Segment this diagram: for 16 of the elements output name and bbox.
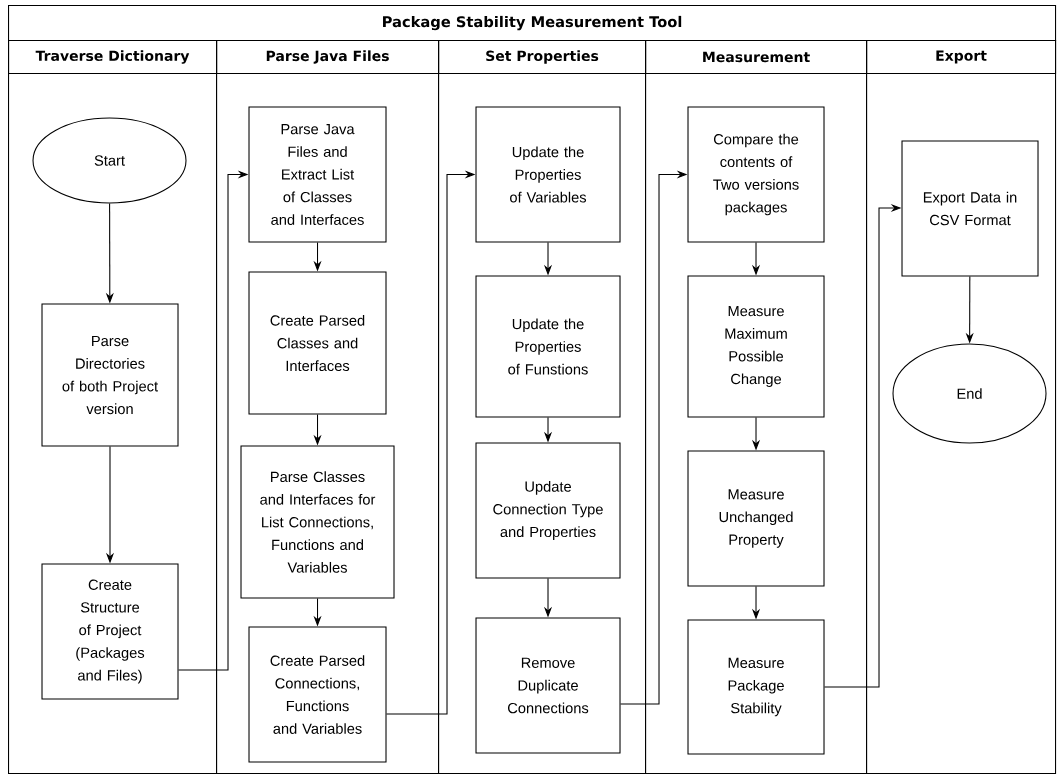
process-box: Parse Classes and Interfaces for List Connections, Functions and Variables <box>240 445 395 599</box>
process-box: Parse Java Files and Extract List of Classes and Interfaces <box>248 106 387 243</box>
process-box: Parse Directories of both Project version <box>41 303 179 447</box>
process-box: Update the Properties of Variables <box>475 106 621 243</box>
process-box: Measure Maximum Possible Change <box>687 275 825 418</box>
process-box: Create Structure of Project (Packages and Files) <box>41 563 179 700</box>
process-box: Compare the contents of Two versions packages <box>687 106 825 243</box>
process-box: Update the Properties of Funstions <box>475 275 621 418</box>
process-box: Remove Duplicate Connections <box>475 617 621 754</box>
process-box: Create Parsed Connections, Functions and Variables <box>248 626 387 763</box>
process-box: Export Data in CSV Format <box>901 140 1039 277</box>
process-box: Measure Package Stability <box>687 619 825 755</box>
process-box: Measure Unchanged Property <box>687 450 825 587</box>
title-bar: Package Stability Measurement Tool <box>8 5 1057 42</box>
process-box: Update Connection Type and Properties <box>475 442 621 579</box>
process-box: Create Parsed Classes and Interfaces <box>248 271 387 415</box>
